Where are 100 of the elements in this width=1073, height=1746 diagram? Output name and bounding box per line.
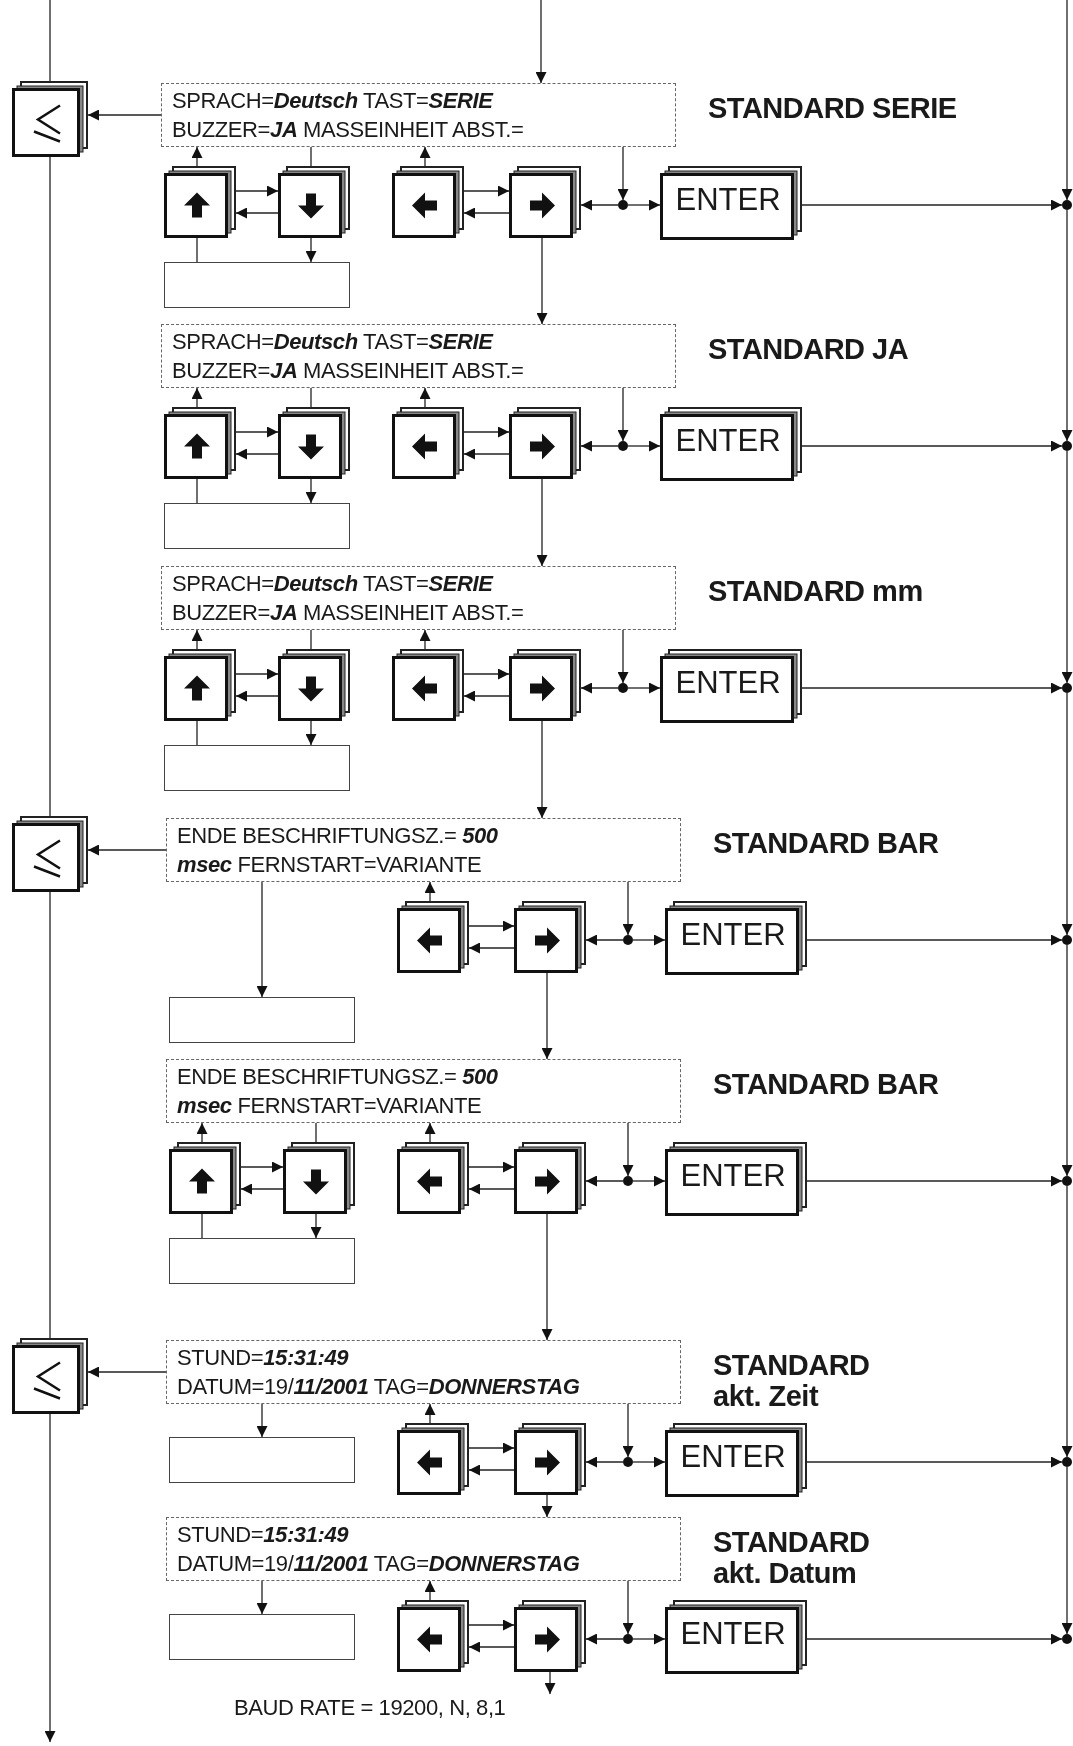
- display-text: msec FERNSTART=VARIANTE: [177, 851, 482, 879]
- arrow: [580, 682, 619, 694]
- display-text: BUZZER=JA MASSEINHEIT ABST.=: [172, 599, 524, 627]
- arrow-key: [397, 1600, 469, 1672]
- junction-dot: [623, 1176, 633, 1186]
- enter-key: [660, 166, 802, 240]
- arrow: [235, 448, 279, 460]
- enter-key: [660, 407, 802, 481]
- empty-box: [169, 1614, 355, 1660]
- arrow: [235, 185, 279, 197]
- junction-dot: [1062, 441, 1072, 451]
- key-label: ENTER: [679, 1616, 787, 1652]
- junction-dot: [1062, 1634, 1072, 1644]
- arrow: [463, 207, 510, 219]
- symbol-key: [12, 1338, 88, 1414]
- display-panel: [161, 83, 676, 147]
- empty-box: [169, 1437, 355, 1483]
- display-text: SPRACH=Deutsch TAST=SERIE: [172, 570, 493, 598]
- arrow: [235, 668, 279, 680]
- arrow: [632, 1633, 666, 1645]
- arrow: [256, 881, 268, 998]
- junction-dot: [1062, 200, 1072, 210]
- display-text: SPRACH=Deutsch TAST=SERIE: [172, 328, 493, 356]
- display-text: STUND=15:31:49: [177, 1521, 349, 1549]
- arrow: [463, 668, 510, 680]
- junction-dot: [1062, 935, 1072, 945]
- connector-line: [310, 629, 312, 650]
- arrow: [535, 0, 547, 84]
- enter-key: [665, 1423, 807, 1497]
- arrow: [617, 629, 629, 684]
- display-text: STUND=15:31:49: [177, 1344, 349, 1372]
- arrow: [87, 844, 167, 856]
- display-text: ENDE BESCHRIFTUNGSZ.= 500: [177, 822, 498, 850]
- junction-dot: [618, 441, 628, 451]
- display-panel: [161, 566, 676, 630]
- arrow: [468, 1442, 515, 1454]
- arrow: [627, 440, 661, 452]
- arrow: [235, 690, 279, 702]
- arrow-key: [392, 649, 464, 721]
- arrow: [536, 720, 548, 819]
- arrow: [305, 720, 317, 746]
- arrow: [305, 478, 317, 504]
- arrow: [191, 387, 203, 409]
- arrow: [632, 1175, 666, 1187]
- connector-line: [49, 891, 51, 1339]
- arrow-key: [164, 649, 236, 721]
- junction-dot: [618, 200, 628, 210]
- arrow: [424, 1580, 436, 1602]
- arrow-key: [392, 166, 464, 238]
- symbol-key: [12, 816, 88, 892]
- arrow: [196, 1122, 208, 1144]
- arrow: [622, 881, 634, 936]
- mode-label: STANDARD akt. Datum: [713, 1527, 871, 1589]
- arrow: [256, 1403, 268, 1438]
- arrow: [622, 1403, 634, 1458]
- arrow: [256, 1580, 268, 1615]
- symbol-key: [12, 81, 88, 157]
- arrow: [305, 237, 317, 263]
- mode-label: STANDARD SERIE: [708, 93, 958, 124]
- arrow: [585, 1175, 624, 1187]
- key-label: ENTER: [674, 665, 782, 701]
- arrow: [463, 448, 510, 460]
- arrow: [544, 1671, 556, 1695]
- connector-line: [196, 237, 198, 263]
- enter-key: [665, 901, 807, 975]
- arrow: [468, 1183, 515, 1195]
- enter-key: [665, 1142, 807, 1216]
- arrow: [617, 146, 629, 201]
- arrow-key: [514, 1142, 586, 1214]
- display-text: DATUM=19/11/2001 TAG=DONNERSTAG: [177, 1550, 580, 1578]
- arrow-key: [514, 901, 586, 973]
- connector-line: [49, 156, 51, 817]
- arrow: [235, 426, 279, 438]
- arrow: [1061, 692, 1073, 936]
- arrow: [801, 440, 1063, 452]
- arrow: [419, 387, 431, 409]
- arrow: [585, 1456, 624, 1468]
- arrow: [585, 1633, 624, 1645]
- display-text: ENDE BESCHRIFTUNGSZ.= 500: [177, 1063, 498, 1091]
- arrow: [463, 426, 510, 438]
- connector-line: [315, 1122, 317, 1143]
- arrow: [541, 1213, 553, 1341]
- arrow: [806, 1175, 1063, 1187]
- arrow: [1061, 450, 1073, 684]
- display-panel: [161, 324, 676, 388]
- connector-line: [310, 387, 312, 408]
- arrow: [191, 629, 203, 651]
- arrow-key: [169, 1142, 241, 1214]
- key-label: ENTER: [679, 917, 787, 953]
- arrow: [419, 629, 431, 651]
- arrow: [632, 1456, 666, 1468]
- key-label: ENTER: [674, 182, 782, 218]
- arrow: [468, 942, 515, 954]
- junction-dot: [1062, 1457, 1072, 1467]
- arrow: [632, 934, 666, 946]
- mode-label: STANDARD akt. Zeit: [713, 1350, 871, 1412]
- empty-box: [169, 997, 355, 1043]
- display-text: BUZZER=JA MASSEINHEIT ABST.=: [172, 116, 524, 144]
- arrow: [627, 682, 661, 694]
- arrow-key: [514, 1600, 586, 1672]
